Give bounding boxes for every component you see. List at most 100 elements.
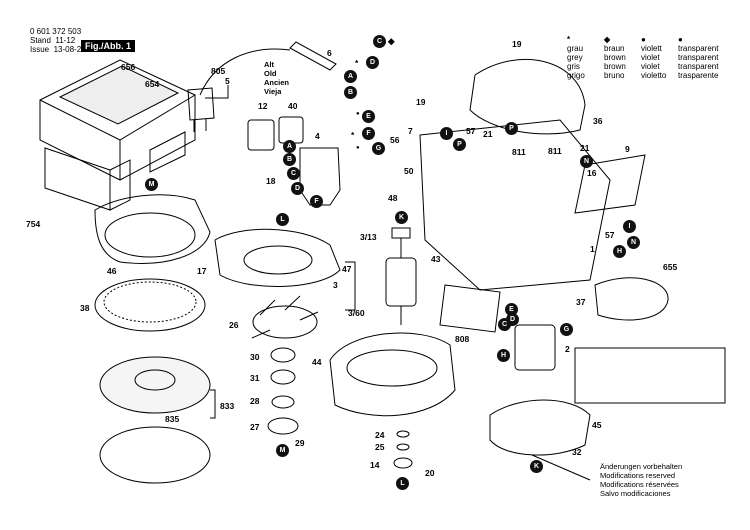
legend-cell: transparent bbox=[678, 62, 719, 71]
callout-835: 835 bbox=[165, 414, 180, 424]
callout-4: 4 bbox=[315, 131, 320, 141]
callout-2: 2 bbox=[565, 344, 570, 354]
switch-connector-drawing bbox=[247, 119, 275, 151]
marker-g: G bbox=[372, 142, 385, 155]
sanding-pad-drawing bbox=[99, 356, 211, 414]
callout-45: 45 bbox=[592, 420, 602, 430]
callout-3-60: 3/60 bbox=[348, 308, 365, 318]
variant-label: Alt Old Ancien Vieja bbox=[264, 60, 289, 96]
circuit-diagram-drawing bbox=[574, 347, 726, 404]
marker-a: A bbox=[344, 70, 357, 83]
housing-cover-drawing bbox=[469, 59, 586, 135]
legend-cell: braun bbox=[604, 44, 625, 53]
callout-38: 38 bbox=[80, 303, 90, 313]
callout-656: 656 bbox=[121, 62, 136, 72]
handle-drawing bbox=[594, 277, 669, 321]
callout-5: 5 bbox=[225, 76, 230, 86]
bracket-3 bbox=[345, 261, 356, 311]
legend-cell: violett bbox=[641, 44, 662, 53]
marker-l: L bbox=[276, 213, 289, 226]
bearing-drawing bbox=[270, 347, 296, 363]
callout-808: 808 bbox=[455, 334, 470, 344]
dot-symbol: ● bbox=[356, 111, 360, 117]
callout-30: 30 bbox=[250, 352, 260, 362]
callout-44: 44 bbox=[312, 357, 322, 367]
callout-805: 805 bbox=[211, 66, 226, 76]
notice-line: Änderungen vorbehalten bbox=[600, 462, 683, 471]
cable-32-drawing bbox=[531, 454, 591, 481]
brake-ring-drawing bbox=[94, 278, 206, 332]
callout-48: 48 bbox=[388, 193, 398, 203]
legend-symbol-violet: ● bbox=[641, 35, 646, 44]
callout-28: 28 bbox=[250, 396, 260, 406]
callout-21b: 21 bbox=[580, 143, 590, 153]
marker-e: E bbox=[362, 110, 375, 123]
washer-drawing bbox=[396, 443, 410, 451]
legend-cell: brown bbox=[604, 53, 626, 62]
bracket-805 bbox=[205, 85, 229, 99]
callout-811b: 811 bbox=[548, 146, 562, 156]
star-symbol: * bbox=[351, 130, 355, 140]
marker-k: K bbox=[530, 460, 543, 473]
figure-label: Fig./Abb. 1 bbox=[81, 40, 135, 52]
notice-line: Salvo modificaciones bbox=[600, 489, 671, 498]
variant-line: Alt bbox=[264, 60, 274, 69]
field-coil-drawing bbox=[514, 324, 556, 371]
variant-line: Ancien bbox=[264, 78, 290, 87]
marker-p: P bbox=[505, 122, 518, 135]
brake-drawing bbox=[489, 399, 591, 456]
marker-b: B bbox=[283, 153, 296, 166]
sanding-pad-drawing bbox=[134, 369, 176, 391]
washer-drawing bbox=[396, 430, 410, 438]
callout-50: 50 bbox=[404, 166, 414, 176]
callout-655: 655 bbox=[663, 262, 678, 272]
callout-3: 3 bbox=[333, 280, 338, 290]
legend-cell: transparent bbox=[678, 44, 719, 53]
callout-29: 29 bbox=[295, 438, 305, 448]
marker-f: F bbox=[310, 195, 323, 208]
callout-19a: 19 bbox=[416, 97, 426, 107]
legend-symbol-transparent: ● bbox=[678, 35, 683, 44]
callout-24: 24 bbox=[375, 430, 385, 440]
eccentric-drawing bbox=[267, 417, 299, 435]
modification-notice: Änderungen vorbehalten Modifications res… bbox=[600, 462, 682, 498]
marker-c: C bbox=[373, 35, 386, 48]
legend-cell: violet bbox=[641, 62, 660, 71]
callout-57b: 57 bbox=[605, 230, 615, 240]
callout-31: 31 bbox=[250, 373, 260, 383]
legend-cell: trasparente bbox=[678, 71, 719, 80]
variant-line: Old bbox=[264, 69, 277, 78]
variant-line: Vieja bbox=[264, 87, 282, 96]
callout-9: 9 bbox=[625, 144, 630, 154]
diamond-symbol: ◆ bbox=[388, 36, 395, 46]
dust-nozzle-drawing bbox=[94, 194, 211, 264]
label-9-drawing bbox=[574, 154, 646, 214]
legend-cell: violetto bbox=[641, 71, 667, 80]
callout-26: 26 bbox=[229, 320, 239, 330]
legend-cell: grey bbox=[567, 53, 583, 62]
callout-19b: 19 bbox=[512, 39, 522, 49]
callout-17: 17 bbox=[197, 266, 207, 276]
notice-line: Modifications reserved bbox=[600, 471, 676, 480]
legend-cell: bruno bbox=[604, 71, 625, 80]
callout-12: 12 bbox=[258, 101, 268, 111]
brake-ring-drawing bbox=[103, 281, 197, 323]
callout-36: 36 bbox=[593, 116, 603, 126]
switch-connector-drawing bbox=[278, 116, 304, 144]
marker-l: L bbox=[396, 477, 409, 490]
marker-b: B bbox=[344, 86, 357, 99]
callout-16: 16 bbox=[587, 168, 597, 178]
base-plate-drawing bbox=[243, 245, 313, 275]
callout-27: 27 bbox=[250, 422, 260, 432]
legend-cell: violet bbox=[641, 53, 660, 62]
star-symbol: * bbox=[355, 58, 359, 68]
marker-e: E bbox=[505, 303, 518, 316]
nut-drawing bbox=[393, 457, 413, 469]
doc-number: 0 601 372 503 bbox=[30, 27, 82, 36]
legend-cell: brown bbox=[604, 62, 626, 71]
callout-18: 18 bbox=[266, 176, 276, 186]
marker-m: M bbox=[276, 444, 289, 457]
lower-housing-drawing bbox=[346, 349, 438, 387]
legend-symbol-gray: * bbox=[567, 35, 571, 44]
dust-box-drawing bbox=[39, 59, 196, 181]
